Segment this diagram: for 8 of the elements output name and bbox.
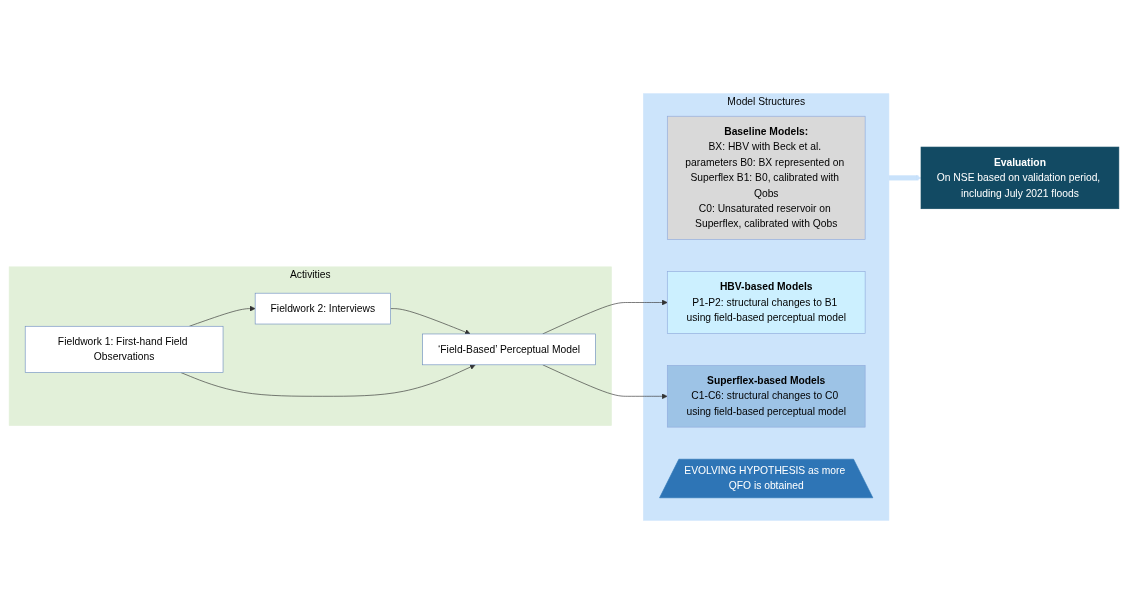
node-box: ‘Field-Based’ Perceptual Model [422,333,596,366]
node-box: Fieldwork 1: First-hand Field Observations [24,325,224,373]
node-box: Evaluation On NSE based on validation period, including July 2021 floods [920,146,1120,210]
node-box: HBV-based Models P1-P2: structural changes to B1 using field-based perceptual model [666,271,866,334]
node-box: Baseline Models: BX: HBV with Beck et al. parameters B0: BX represented on Superflex B1: B0, calibrated with Qobs C0: Unsaturated reservoir on Superflex, calibrated with Qobs [666,115,866,240]
node-box: Fieldwork 2: Interviews [254,292,391,325]
arrow [888,175,922,181]
node-box: Superflex-based Models C1-C6: structural changes to C0 using field-based perceptual model [666,365,866,428]
